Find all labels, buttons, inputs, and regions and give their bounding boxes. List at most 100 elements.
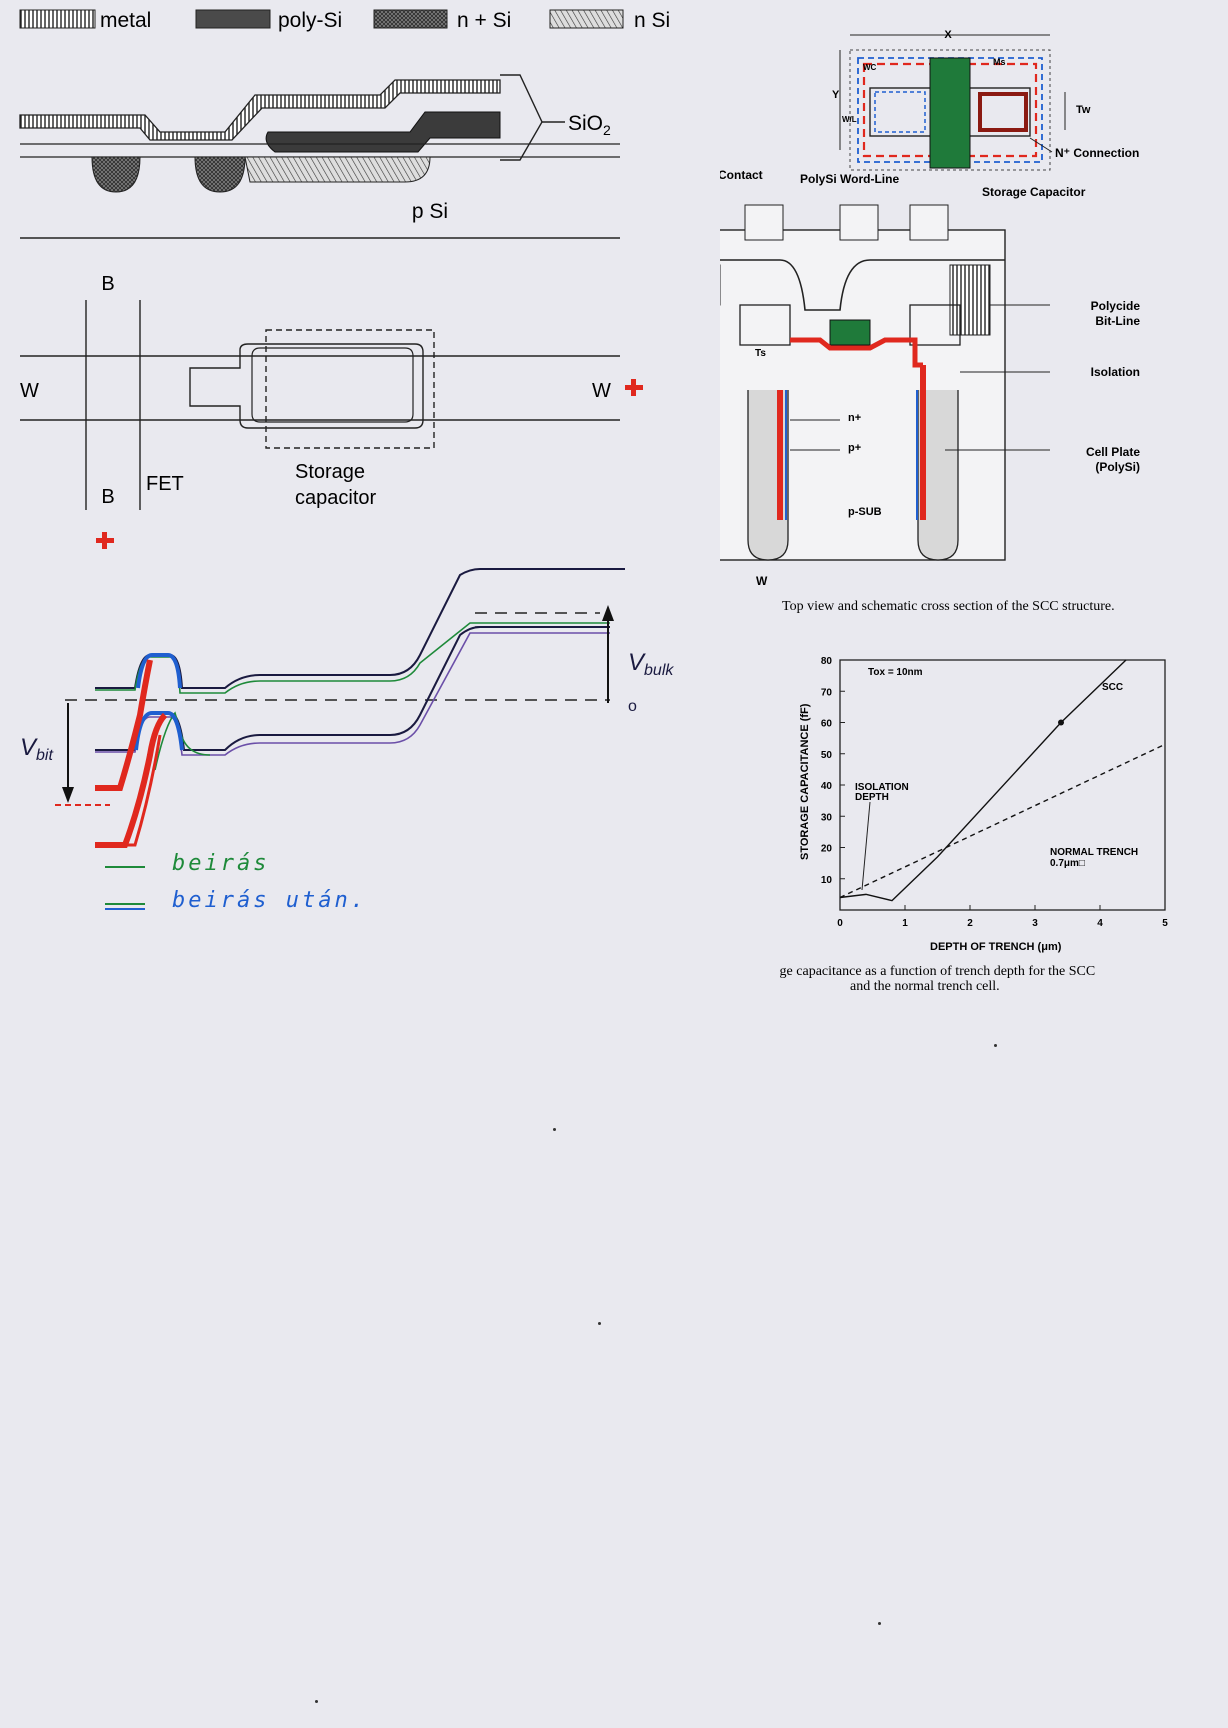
b-bottom-label: B — [101, 486, 114, 508]
speck — [315, 1700, 318, 1703]
isolation-annotation-1: ISOLATION — [855, 782, 909, 793]
polycide-label: Polycide — [1091, 299, 1141, 313]
gate-block-left — [739, 304, 791, 346]
tw-label: Tw — [1076, 104, 1091, 116]
red-write-curve-3 — [100, 734, 162, 847]
y-tick-label: 40 — [821, 781, 833, 792]
y-tick-label: 80 — [821, 656, 833, 667]
n-plus-si-swatch — [373, 9, 448, 29]
red-plus-mark-w — [625, 379, 643, 396]
n-plus-label: n+ — [848, 412, 861, 424]
wordline-green — [929, 57, 971, 169]
upper-bump-blue — [136, 653, 182, 689]
n-plus-red-region — [790, 337, 923, 368]
poly-si-swatch — [195, 9, 271, 29]
cell-top-view: B B W W FET Storage capacitor — [20, 273, 643, 549]
legend-write-label: beirás — [172, 851, 269, 876]
n-plus-well-right — [194, 156, 246, 193]
poly-si-layer — [265, 111, 501, 153]
ts-label: Ts — [755, 348, 766, 359]
upper-band-navy — [95, 568, 625, 689]
legend-poly-si: poly-Si — [278, 9, 342, 32]
contact-outline — [874, 91, 926, 133]
isolation-label: Isolation — [1091, 365, 1140, 379]
top-block-3 — [909, 204, 949, 241]
scc-marker — [1058, 719, 1064, 726]
metal-swatch — [19, 9, 96, 29]
x-tick-label: 1 — [902, 918, 908, 929]
cell-cross-section: SiO2 p Si — [19, 74, 620, 239]
tox-annotation: Tox = 10nm — [868, 667, 923, 678]
sio2-label: SiO2 — [568, 112, 611, 138]
legend-row: metal poly-Si n + Si n Si — [19, 9, 670, 32]
n-connection-label: N⁺ Connection — [1055, 146, 1139, 160]
lower-band-navy — [95, 626, 610, 751]
x-tick-label: 4 — [1097, 918, 1103, 929]
w-right-label: W — [592, 380, 611, 402]
storage-label-2: capacitor — [295, 487, 376, 509]
bitline-label: Bit-Line — [1095, 314, 1140, 328]
normal-trench-sub-label: 0.7μm□ — [1050, 858, 1085, 869]
scc-series-label: SCC — [1102, 682, 1123, 693]
ms-label: Ms — [993, 57, 1006, 67]
n-connection-region — [978, 92, 1028, 132]
n-si-swatch — [549, 9, 624, 29]
lower-band-purple — [95, 632, 610, 756]
metal-layer — [19, 79, 501, 141]
active-area — [189, 343, 424, 429]
storage-capacitor-label: Storage Capacitor — [982, 185, 1086, 199]
wl-label: W/L — [842, 115, 857, 124]
storage-label-1: Storage — [295, 461, 365, 483]
zero-label: o — [628, 698, 637, 715]
x-tick-label: 3 — [1032, 918, 1038, 929]
w-trench-label: W — [756, 574, 768, 588]
v-bulk-arrowhead — [602, 605, 614, 621]
speck — [994, 1044, 997, 1047]
cell-plate-label: Cell Plate — [1086, 445, 1140, 459]
v-bit-arrowhead — [62, 787, 74, 803]
speck — [553, 1128, 556, 1131]
fet-label: FET — [146, 473, 184, 495]
isolation-leader — [861, 801, 871, 891]
p-sub-label: p-SUB — [848, 506, 882, 518]
lower-bump-blue — [134, 711, 184, 751]
red-write-curve-1 — [95, 659, 153, 791]
bitline-contact-label: Bit-Line Contact — [720, 168, 763, 182]
x-tick-label: 0 — [837, 918, 843, 929]
polysi-label: (PolySi) — [1095, 460, 1140, 474]
legend-metal: metal — [100, 9, 151, 32]
top-block-1 — [744, 204, 784, 241]
scc-caption: Top view and schematic cross section of … — [782, 599, 1115, 614]
w-left-label: W — [20, 380, 39, 402]
legend-after-label: beirás után. — [172, 888, 367, 913]
wc-label: WC — [863, 63, 877, 72]
cross-section-wordline — [829, 319, 871, 346]
storage-capacitor-box — [265, 329, 435, 449]
energy-band-diagram: Vbulk o Vbit beirás beirás után. — [20, 568, 674, 913]
oxide-outline — [500, 74, 543, 161]
y-label: Y — [832, 89, 840, 101]
trench-right — [917, 390, 959, 561]
y-tick-label: 50 — [821, 750, 833, 761]
x-label: X — [944, 29, 952, 41]
y-tick-label: 20 — [821, 844, 833, 855]
x-axis-label: DEPTH OF TRENCH (μm) — [930, 941, 1062, 953]
polysi-wordline-label: PolySi Word-Line — [800, 172, 899, 186]
x-tick-label: 2 — [967, 918, 973, 929]
cell-boundary — [849, 49, 1051, 171]
v-bulk-label: Vbulk — [628, 649, 674, 679]
b-top-label: B — [101, 273, 114, 295]
gate-block-right — [909, 304, 961, 346]
v-bit-label: Vbit — [20, 734, 53, 764]
n-plus-well-left — [91, 156, 141, 193]
red-write-curve-2 — [95, 712, 168, 848]
red-plus-mark-b — [96, 532, 114, 549]
y-tick-label: 30 — [821, 812, 833, 823]
top-block-2 — [839, 204, 879, 241]
y-axis-label: STORAGE CAPACITANCE (fF) — [799, 703, 811, 860]
legend-n-si: n Si — [634, 9, 670, 32]
p-plus-label: p+ — [848, 442, 861, 454]
